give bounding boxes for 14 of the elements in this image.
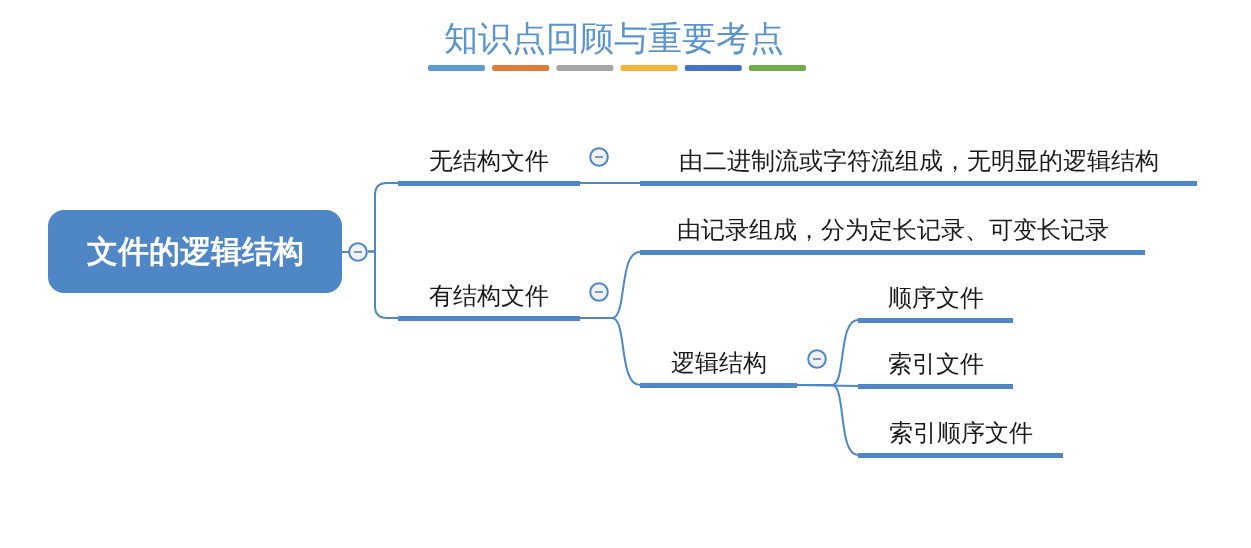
root-topic-box: 文件的逻辑结构 — [48, 210, 342, 293]
connector-line — [579, 317, 641, 386]
underlined-topic: 有结构文件 — [398, 278, 580, 321]
title: 知识点回顾与重要考点 — [444, 18, 784, 58]
connector-line — [796, 384, 859, 456]
connector-line — [367, 250, 399, 319]
underlined-topic: 索引顺序文件 — [858, 415, 1063, 458]
underlined-topic: 索引文件 — [858, 346, 1013, 389]
underlined-topic: 逻辑结构 — [640, 345, 797, 388]
underlined-topic: 由二进制流或字符流组成，无明显的逻辑结构 — [640, 143, 1197, 186]
underlined-topic: 无结构文件 — [398, 143, 580, 186]
underlined-topic: 由记录组成，分为定长记录、可变长记录 — [640, 212, 1145, 255]
underlined-topic: 顺序文件 — [858, 280, 1013, 323]
connector-line — [579, 182, 641, 184]
